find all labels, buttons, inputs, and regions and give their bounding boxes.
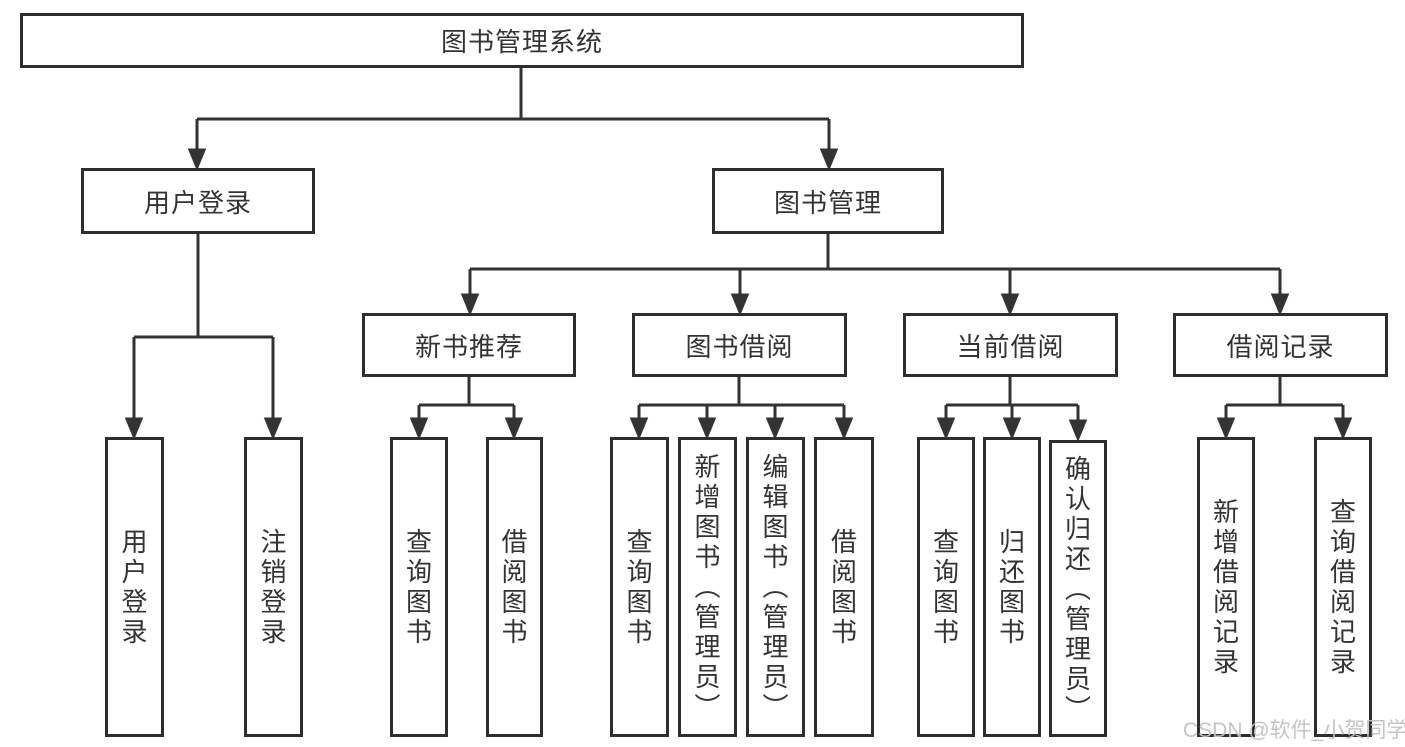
connector-book-borrow-to-leaves (629, 377, 854, 440)
leaf-user-login-label: 用 户 登 录 (121, 527, 148, 647)
leaf-cb-confirm-return-admin: 确 认 归 还 ︵ 管 理 员 ︶ (1049, 440, 1107, 737)
leaf-bb-edit-books-admin-label: 编 辑 图 书 ︵ 管 理 员 ︶ (762, 452, 789, 722)
leaf-nbr-borrow-books: 借 阅 图 书 (486, 437, 543, 737)
leaf-logout-login-label: 注 销 登 录 (260, 527, 287, 647)
node-user-login: 用户登录 (81, 168, 315, 234)
node-user-login-label: 用户登录 (143, 187, 252, 218)
node-root-library-system: 图书管理系统 (20, 13, 1024, 68)
node-book-management: 图书管理 (712, 168, 944, 234)
leaf-cb-query-books: 查 询 图 书 (917, 437, 975, 737)
connector-borrow-records-to-leaves (1216, 377, 1353, 440)
leaf-logout-login: 注 销 登 录 (244, 437, 303, 737)
connector-root-to-level2 (187, 68, 839, 171)
leaf-br-add-record-label: 新 增 借 阅 记 录 (1212, 497, 1239, 677)
leaf-bb-add-books-admin: 新 增 图 书 ︵ 管 理 员 ︶ (678, 437, 737, 737)
node-book-borrow-label: 图书借阅 (685, 331, 794, 362)
leaf-br-query-record: 查 询 借 阅 记 录 (1314, 437, 1372, 737)
leaf-br-query-record-label: 查 询 借 阅 记 录 (1329, 497, 1356, 677)
csdn-watermark: CSDN @软件_小贺同学 (1183, 719, 1405, 742)
leaf-br-add-record: 新 增 借 阅 记 录 (1197, 437, 1255, 737)
node-current-borrow: 当前借阅 (903, 313, 1118, 377)
node-new-book-recommend-label: 新书推荐 (414, 331, 523, 362)
node-root-label: 图书管理系统 (440, 27, 603, 57)
leaf-bb-query-books: 查 询 图 书 (610, 437, 669, 737)
leaf-cb-return-books-label: 归 还 图 书 (998, 527, 1025, 647)
connector-book-management-to-level3 (460, 234, 1290, 316)
leaf-cb-query-books-label: 查 询 图 书 (932, 527, 959, 647)
leaf-bb-edit-books-admin: 编 辑 图 书 ︵ 管 理 员 ︶ (746, 437, 805, 737)
leaf-bb-query-books-label: 查 询 图 书 (626, 527, 653, 647)
node-book-management-label: 图书管理 (773, 187, 882, 218)
node-current-borrow-label: 当前借阅 (956, 331, 1065, 362)
leaf-cb-confirm-return-admin-label: 确 认 归 还 ︵ 管 理 员 ︶ (1064, 453, 1091, 724)
leaf-bb-add-books-admin-label: 新 增 图 书 ︵ 管 理 员 ︶ (694, 452, 721, 722)
node-book-borrow: 图书借阅 (632, 313, 847, 377)
connector-new-book-recommend-to-leaves (409, 377, 524, 440)
node-borrow-records-label: 借阅记录 (1226, 331, 1335, 362)
leaf-nbr-query-books-label: 查 询 图 书 (405, 527, 432, 647)
leaf-nbr-query-books: 查 询 图 书 (390, 437, 448, 737)
connector-current-borrow-to-leaves (936, 377, 1088, 442)
leaf-cb-return-books: 归 还 图 书 (983, 437, 1041, 737)
connector-user-login-to-leaves (124, 234, 283, 440)
leaf-bb-borrow-books: 借 阅 图 书 (814, 437, 874, 737)
leaf-user-login: 用 户 登 录 (105, 437, 164, 737)
node-new-book-recommend: 新书推荐 (362, 313, 576, 377)
leaf-nbr-borrow-books-label: 借 阅 图 书 (501, 527, 528, 647)
node-borrow-records: 借阅记录 (1173, 313, 1388, 377)
leaf-bb-borrow-books-label: 借 阅 图 书 (830, 527, 857, 647)
